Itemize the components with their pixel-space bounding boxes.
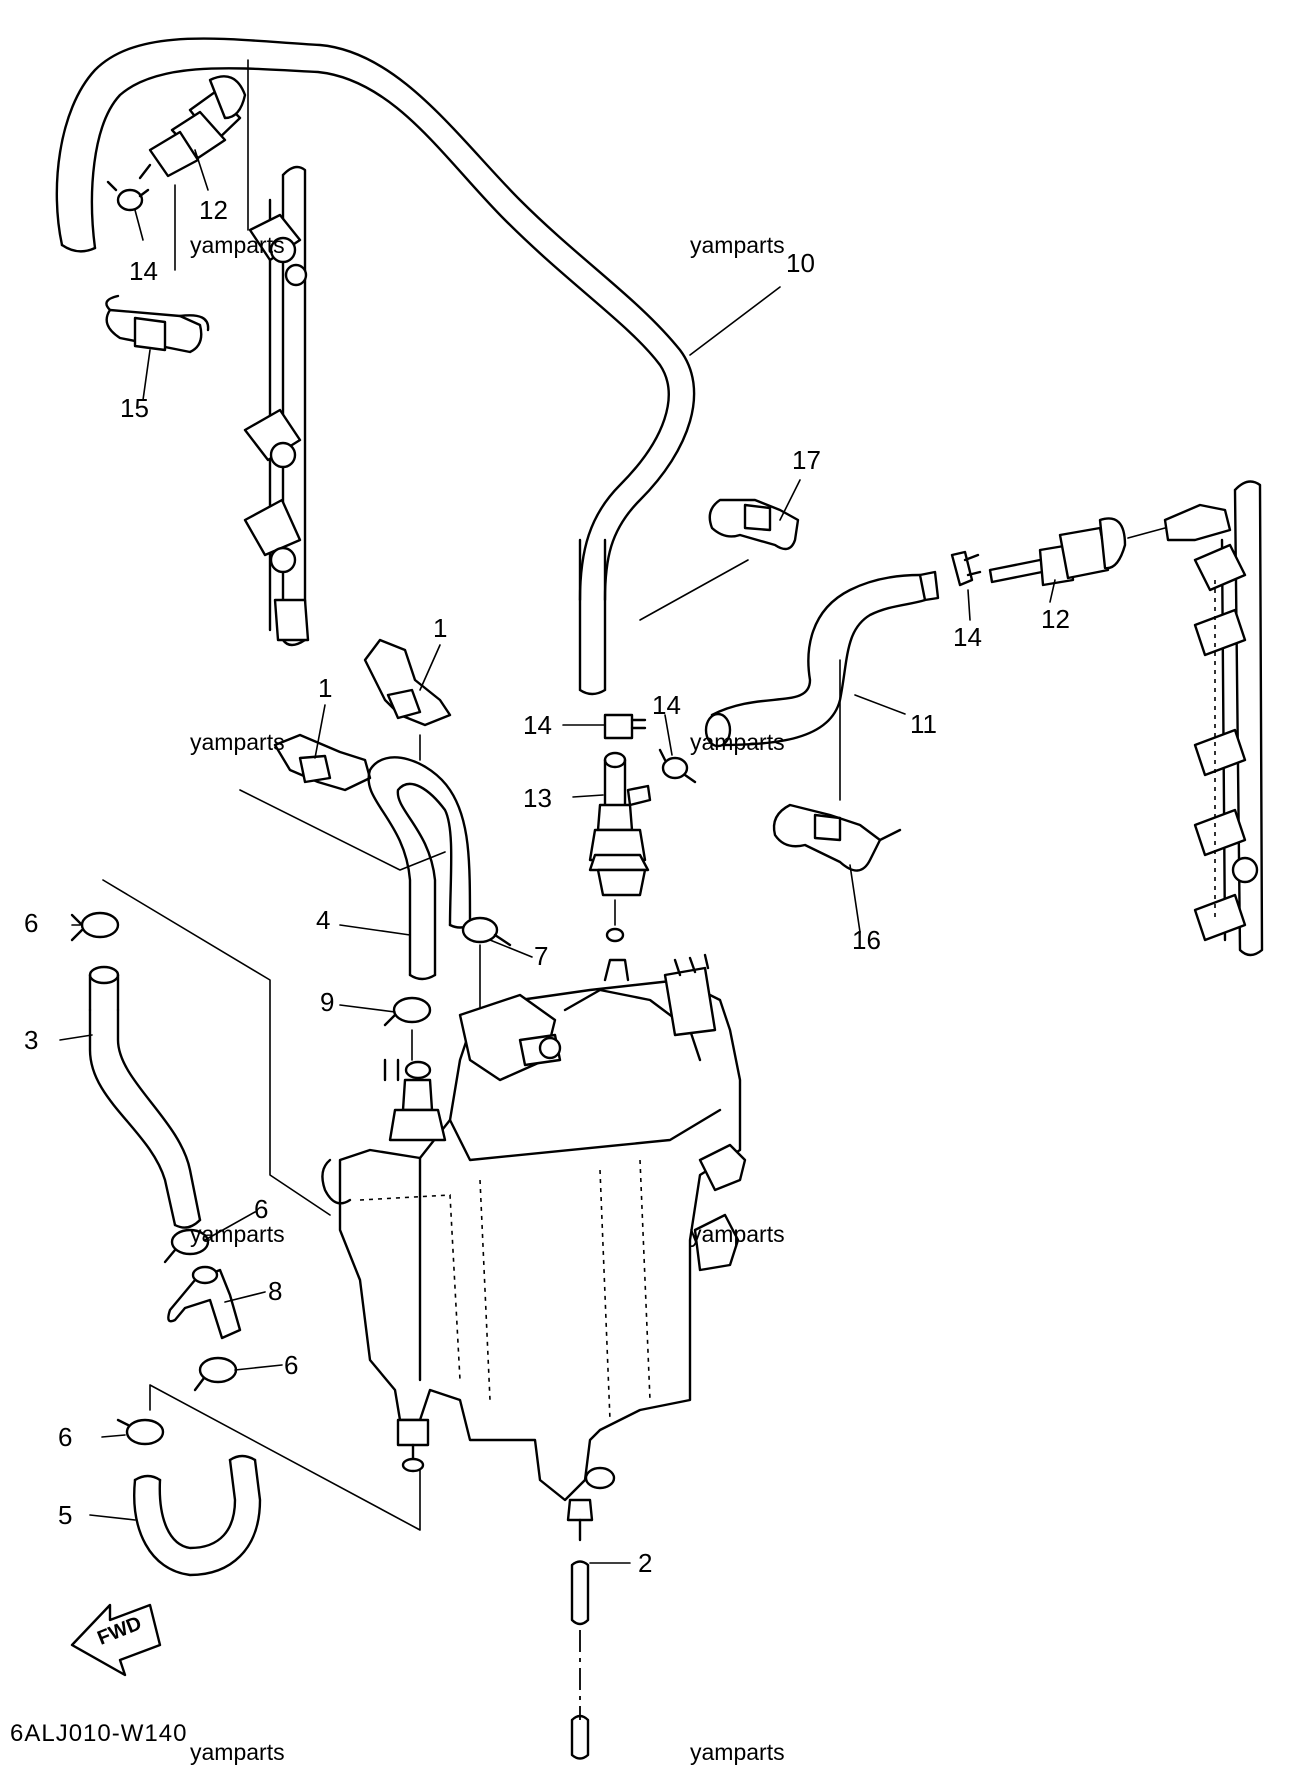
fuel-rail-right: [1163, 480, 1264, 957]
holder-15: [105, 184, 210, 354]
callout-8: 8: [268, 1276, 283, 1306]
callout-6-lower: 6: [284, 1350, 299, 1380]
callout-6-middle: 6: [254, 1194, 269, 1224]
clip-6-middle: [163, 1228, 210, 1264]
callout-1-lower: 1: [318, 673, 333, 703]
vapor-separator-assembly: [321, 953, 747, 1502]
callout-12-right: 12: [1041, 604, 1070, 634]
connector-12-left: [138, 75, 247, 180]
watermark: yamparts: [190, 729, 285, 755]
connector-13: [588, 751, 652, 943]
drain-pipe-2: [566, 1498, 594, 1760]
callout-14-center: 14: [523, 710, 552, 740]
joint-8: [167, 1265, 242, 1340]
hose-11: [704, 570, 940, 748]
connector-12-right: [988, 517, 1166, 587]
callout-5: 5: [58, 1500, 73, 1530]
callout-3: 3: [24, 1025, 39, 1055]
callout-15: 15: [120, 393, 149, 423]
callout-13: 13: [523, 783, 552, 813]
clip-14-right: [950, 550, 982, 587]
callout-16: 16: [852, 925, 881, 955]
watermark: yamparts: [690, 1739, 785, 1765]
watermark: yamparts: [190, 1221, 285, 1247]
callout-7: 7: [534, 941, 549, 971]
callout-6-upper: 6: [24, 908, 39, 938]
callout-6-bottom: 6: [58, 1422, 73, 1452]
watermark: yamparts: [690, 232, 785, 258]
callout-10: 10: [786, 248, 815, 278]
holder-1-lower: [239, 733, 446, 871]
fuel-rail-left: [243, 59, 310, 647]
callout-9: 9: [320, 987, 335, 1017]
clip-6-upper: [70, 879, 331, 1216]
clip-6-bottom: [116, 1384, 421, 1531]
callout-4: 4: [316, 905, 331, 935]
callout-11: 11: [910, 709, 937, 739]
watermark: yamparts: [690, 729, 785, 755]
clip-14-center-right: [658, 748, 697, 784]
diagram-code: 6ALJ010-W140: [10, 1720, 188, 1747]
holder-16: [772, 659, 902, 872]
leader-lines: [59, 149, 1056, 1564]
callout-14-top-left: 14: [129, 256, 158, 286]
hose-4: [367, 756, 472, 981]
watermark: yamparts: [190, 1739, 285, 1765]
callout-2: 2: [638, 1548, 653, 1578]
callout-17: 17: [792, 445, 821, 475]
clip-6-lower: [193, 1356, 238, 1392]
hose-3: [88, 965, 202, 1229]
watermark: yamparts: [190, 232, 285, 258]
clip-14-center: [603, 713, 647, 740]
callout-12-top-left: 12: [199, 195, 228, 225]
callout-14-right: 14: [953, 622, 982, 652]
hose-5: [133, 1454, 262, 1577]
callout-1-upper: 1: [433, 613, 448, 643]
callout-14-center-right: 14: [652, 690, 681, 720]
clip-14-top-left: [106, 180, 150, 212]
clip-7: [461, 916, 512, 1051]
holder-17: [639, 498, 800, 621]
clip-9: [383, 996, 432, 1061]
holder-1-upper: [363, 638, 452, 761]
hose-10: [55, 37, 696, 696]
fwd-arrow-icon: [70, 1603, 162, 1677]
watermark: yamparts: [690, 1221, 785, 1247]
